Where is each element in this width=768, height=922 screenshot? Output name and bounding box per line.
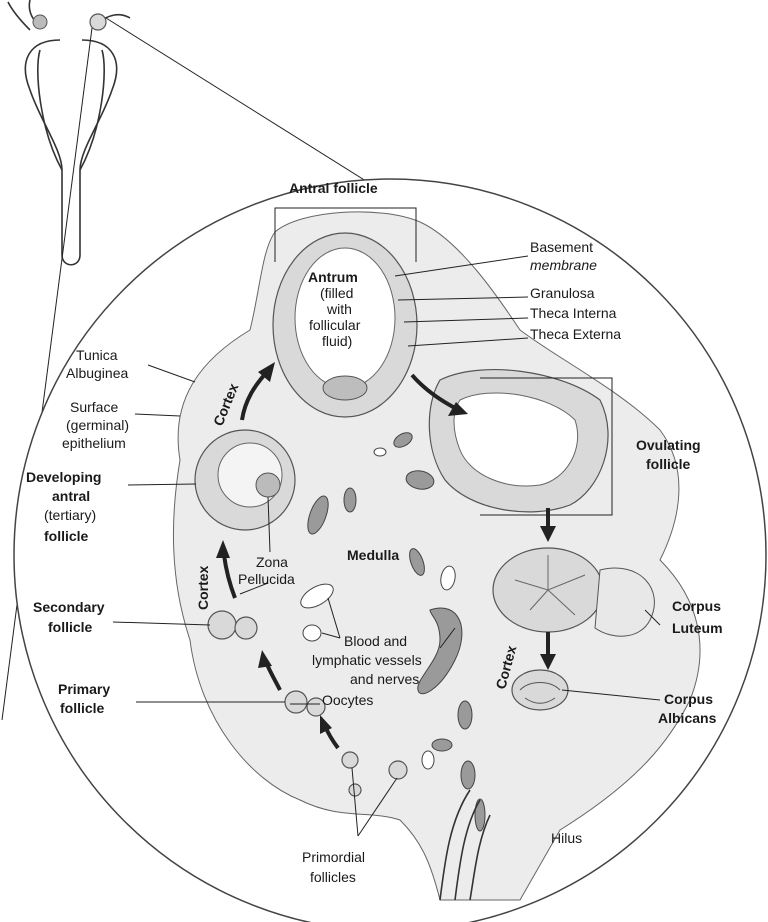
secondary-follicle-2	[235, 617, 257, 639]
primary-follicle	[285, 691, 307, 713]
uterus-inset	[8, 0, 130, 265]
label-secondary-2: follicle	[48, 619, 93, 635]
label-blood-1: Blood and	[344, 633, 407, 649]
label-oocytes: Oocytes	[322, 692, 373, 708]
ovary-inset-icon	[90, 14, 106, 30]
label-blood-2: lymphatic vessels	[312, 652, 422, 668]
label-primordial-1: Primordial	[302, 849, 365, 865]
label-granulosa: Granulosa	[530, 285, 595, 301]
label-primary-2: follicle	[60, 700, 105, 716]
label-primary-1: Primary	[58, 681, 110, 697]
label-developing-3: (tertiary)	[44, 507, 96, 523]
secondary-follicle	[208, 611, 236, 639]
label-developing-2: antral	[52, 488, 90, 504]
label-antrum-desc-4: fluid)	[322, 333, 352, 349]
label-developing-1: Developing	[26, 469, 101, 485]
label-surface-1: Surface	[70, 399, 118, 415]
label-corpus-luteum-1: Corpus	[672, 598, 721, 614]
label-ovulating-2: follicle	[646, 456, 691, 472]
corpus-albicans	[512, 670, 568, 710]
label-antral-follicle: Antral follicle	[289, 180, 378, 196]
ovulating-follicle	[429, 370, 608, 512]
developing-antral-follicle	[195, 430, 295, 530]
label-ovulating-1: Ovulating	[636, 437, 701, 453]
label-tunica-1: Tunica	[76, 347, 118, 363]
label-zona-2: Pellucida	[238, 571, 295, 587]
label-surface-3: epithelium	[62, 435, 126, 451]
primordial-follicle-1	[342, 752, 358, 768]
label-basement-1: Basement	[530, 239, 593, 255]
label-blood-3: and nerves	[350, 671, 419, 687]
label-antrum-desc-1: (filled	[320, 285, 353, 301]
label-developing-4: follicle	[44, 528, 89, 544]
label-antrum: Antrum	[308, 269, 358, 285]
label-surface-2: (germinal)	[66, 417, 129, 433]
label-antrum-desc-3: follicular	[309, 317, 361, 333]
label-hilus: Hilus	[551, 830, 582, 846]
label-secondary-1: Secondary	[33, 599, 105, 615]
label-theca-externa: Theca Externa	[530, 326, 621, 342]
label-primordial-2: follicles	[310, 869, 356, 885]
label-medulla: Medulla	[347, 547, 399, 563]
label-corpus-luteum-2: Luteum	[672, 620, 723, 636]
label-basement-2: membrane	[530, 257, 597, 273]
label-zona-1: Zona	[256, 554, 288, 570]
label-antrum-desc-2: with	[326, 301, 352, 317]
label-theca-interna: Theca Interna	[530, 305, 617, 321]
label-corpus-albicans-2: Albicans	[658, 710, 717, 726]
primordial-follicle-2	[389, 761, 407, 779]
label-corpus-albicans-1: Corpus	[664, 691, 713, 707]
label-tunica-2: Albuginea	[66, 365, 128, 381]
label-cortex-left: Cortex	[195, 565, 211, 610]
